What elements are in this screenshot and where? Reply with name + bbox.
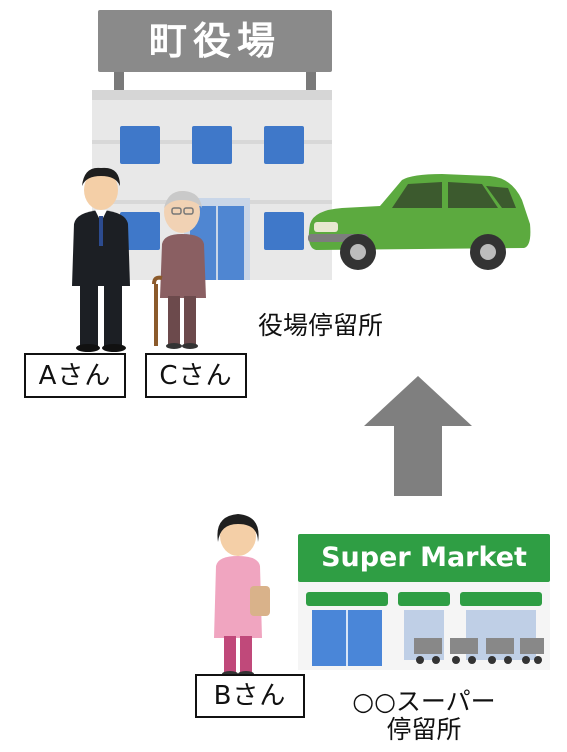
supermarket-sign: Super Market [321, 542, 527, 573]
green-car-icon [308, 174, 531, 270]
town-hall-sign: 町役場 [148, 19, 281, 63]
town-hall-stop-label: 役場停留所 [258, 311, 384, 340]
supermarket-illustration [298, 534, 550, 670]
car-vehicle [302, 170, 534, 278]
supermarket-stop-line2: 停留所 [386, 714, 462, 744]
town-hall-building: 町役場 [92, 10, 332, 280]
supermarket-stop-label: ○○スーパー 停留所 [336, 688, 512, 743]
person-c-figure [150, 188, 216, 350]
town-hall-illustration [92, 10, 332, 280]
elderly-person-icon [152, 190, 206, 349]
arrow-up-icon [364, 376, 472, 496]
woman-with-bag-icon [214, 514, 270, 677]
person-b-figure [200, 510, 276, 678]
supermarket-stop-line1: ○○スーパー [352, 687, 496, 716]
label-person-b: Bさん [195, 674, 305, 718]
supermarket-building: Super Market [298, 534, 550, 670]
label-person-a: Aさん [24, 353, 126, 398]
person-a-figure [68, 166, 134, 352]
label-person-c: Cさん [145, 353, 247, 398]
man-in-suit-icon [72, 167, 130, 352]
